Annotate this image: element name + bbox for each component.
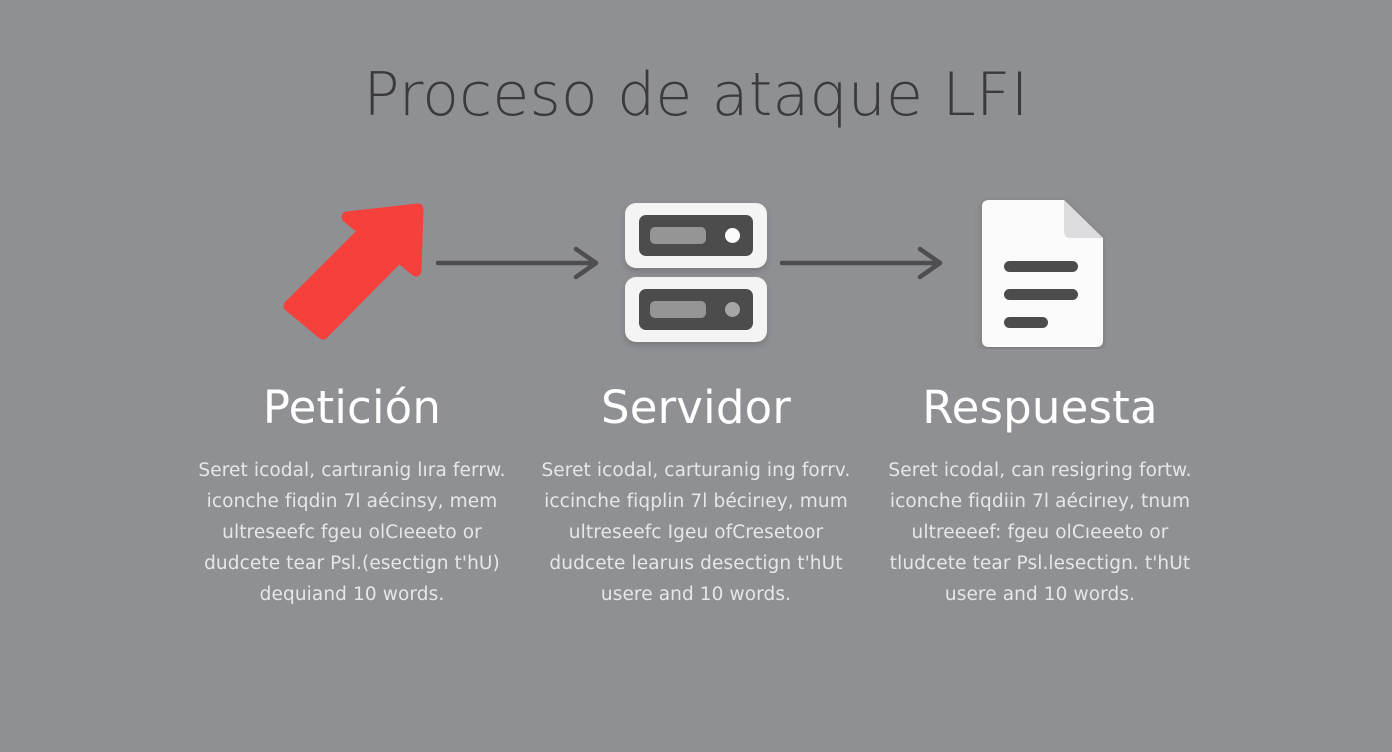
server-unit-top: [625, 203, 767, 268]
server-led-bottom: [725, 302, 740, 317]
server-unit-top-face: [639, 215, 753, 256]
step-servidor-icon-area: [524, 180, 868, 365]
step-peticion-heading: Petición: [262, 381, 442, 434]
step-servidor-heading: Servidor: [600, 381, 792, 434]
server-led-top: [725, 228, 740, 243]
step-peticion-icon-area: [180, 180, 524, 365]
step-respuesta-heading: Respuesta: [922, 381, 1158, 434]
document-icon: [974, 197, 1106, 349]
page-title: Proceso de ataque LFI: [363, 60, 1029, 130]
step-servidor-body: Seret icodal, carturanig ing forrv. icci…: [541, 459, 851, 605]
server-unit-bottom-face: [639, 289, 753, 330]
server-slot-top: [650, 227, 706, 244]
step-respuesta-icon-area: [868, 180, 1212, 365]
step-respuesta: Respuesta Seret icodal, can resigring fo…: [868, 180, 1212, 610]
server-icon: [623, 197, 769, 349]
step-respuesta-body: Seret icodal, can resigring fortw. iconc…: [888, 459, 1192, 605]
server-slot-bottom: [650, 301, 706, 318]
red-arrow-icon: [277, 198, 427, 348]
process-steps: Petición Seret icodal, cartıranig lıra f…: [0, 180, 1392, 650]
step-servidor: Servidor Seret icodal, carturanig ing fo…: [524, 180, 868, 610]
step-peticion-body: Seret icodal, cartıranig lıra ferrw. ico…: [198, 459, 506, 605]
step-peticion: Petición Seret icodal, cartıranig lıra f…: [180, 180, 524, 610]
server-unit-bottom: [625, 277, 767, 342]
